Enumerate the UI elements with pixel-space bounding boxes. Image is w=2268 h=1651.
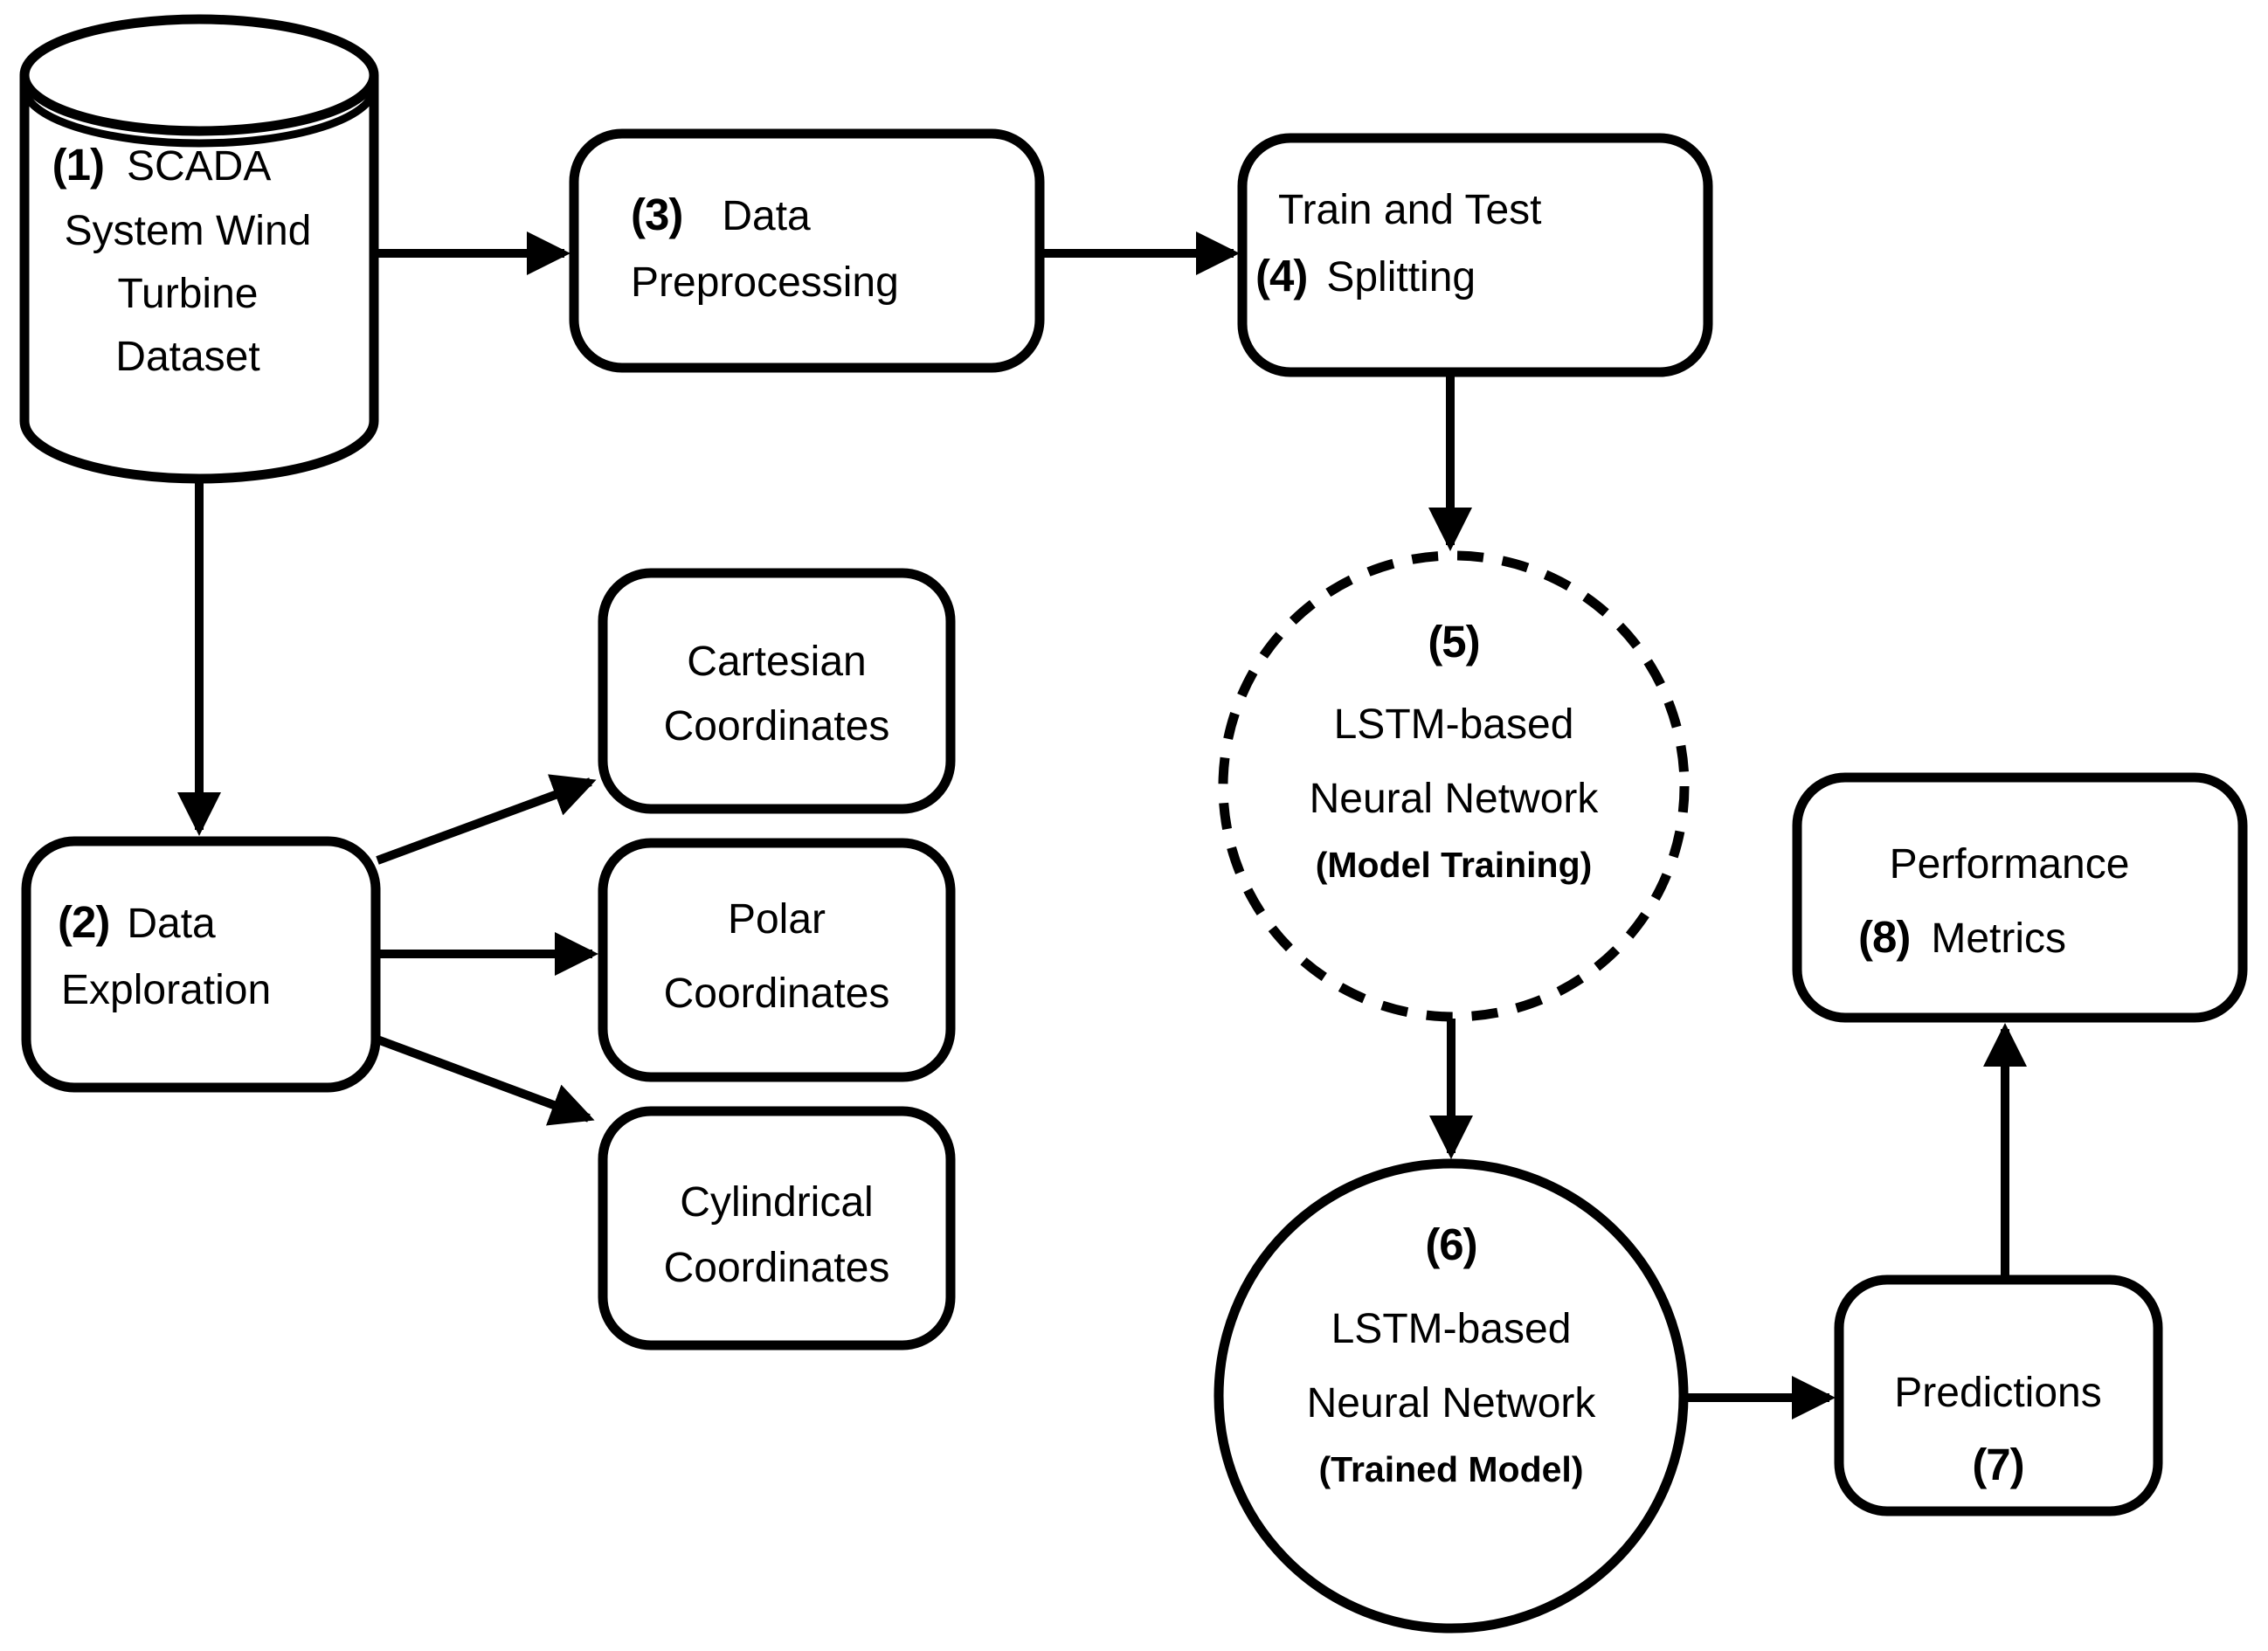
node-performance-metrics: Performance (8)Metrics — [1792, 772, 2248, 1023]
node-number: (7) — [1972, 1440, 2023, 1489]
process-box — [1834, 1275, 2163, 1516]
node-label: (8)Metrics — [1858, 912, 2066, 962]
process-box — [1237, 133, 1713, 377]
node-lstm-model-training: (5) LSTM-based Neural Network (Model Tra… — [1218, 550, 1690, 1022]
cylinder-top-ellipse — [19, 14, 379, 136]
node-label: (4)Splitting — [1255, 251, 1476, 300]
node-label: Polar — [728, 896, 826, 943]
node-number: (6) — [1425, 1219, 1476, 1269]
node-label: System Wind — [65, 208, 312, 254]
node-label: Neural Network — [1310, 776, 1600, 822]
arrow-exploration-to-cylindrical — [376, 1035, 595, 1126]
dashed-circle — [1218, 550, 1690, 1022]
process-box — [21, 836, 381, 1093]
node-label: Cartesian — [687, 639, 866, 685]
node-train-test-splitting: Train and Test (4)Splitting — [1237, 133, 1713, 377]
node-data-exploration: (2)Data Exploration — [21, 836, 381, 1093]
node-sublabel: (Model Training) — [1316, 845, 1593, 885]
node-scada-dataset: (1)SCADA System Wind Turbine Dataset — [19, 14, 379, 484]
node-data-preprocessing: (3)Data Preprocessing — [569, 128, 1045, 373]
node-sublabel: (Trained Model) — [1319, 1449, 1584, 1489]
node-cartesian-coordinates: Cartesian Coordinates — [598, 568, 956, 814]
node-label: (1)SCADA — [52, 140, 272, 190]
node-number: (5) — [1428, 617, 1479, 667]
node-label: Performance — [1890, 841, 2130, 888]
solid-circle — [1214, 1158, 1689, 1634]
node-predictions: Predictions (7) — [1834, 1275, 2163, 1516]
node-label: (2)Data — [58, 897, 216, 947]
node-label: Coordinates — [664, 971, 890, 1017]
node-label: Dataset — [115, 334, 259, 380]
process-box — [569, 128, 1045, 373]
node-polar-coordinates: Polar Coordinates — [598, 838, 956, 1082]
node-label: LSTM-based — [1334, 701, 1574, 748]
node-label: Coordinates — [664, 703, 890, 750]
node-label: Coordinates — [664, 1245, 890, 1291]
node-lstm-trained-model: (6) LSTM-based Neural Network (Trained M… — [1214, 1158, 1689, 1634]
arrow-exploration-to-cartesian — [376, 774, 597, 865]
node-label: Preprocessing — [631, 259, 899, 306]
node-label: (3)Data — [631, 190, 811, 239]
node-label: Predictions — [1894, 1370, 2101, 1416]
node-label: Turbine — [118, 271, 259, 317]
process-box — [598, 568, 956, 814]
edges — [177, 231, 2027, 1420]
node-label: Cylindrical — [680, 1179, 873, 1226]
node-cylindrical-coordinates: Cylindrical Coordinates — [598, 1106, 956, 1351]
cylinder-inner-lid-arc — [20, 86, 378, 148]
node-label: Neural Network — [1307, 1380, 1597, 1426]
node-label: Train and Test — [1278, 187, 1542, 233]
node-label: LSTM-based — [1331, 1306, 1572, 1352]
cylinder-body — [19, 75, 379, 484]
process-box — [598, 838, 956, 1082]
process-box — [598, 1106, 956, 1351]
node-label: Exploration — [61, 967, 271, 1013]
process-box — [1792, 772, 2248, 1023]
